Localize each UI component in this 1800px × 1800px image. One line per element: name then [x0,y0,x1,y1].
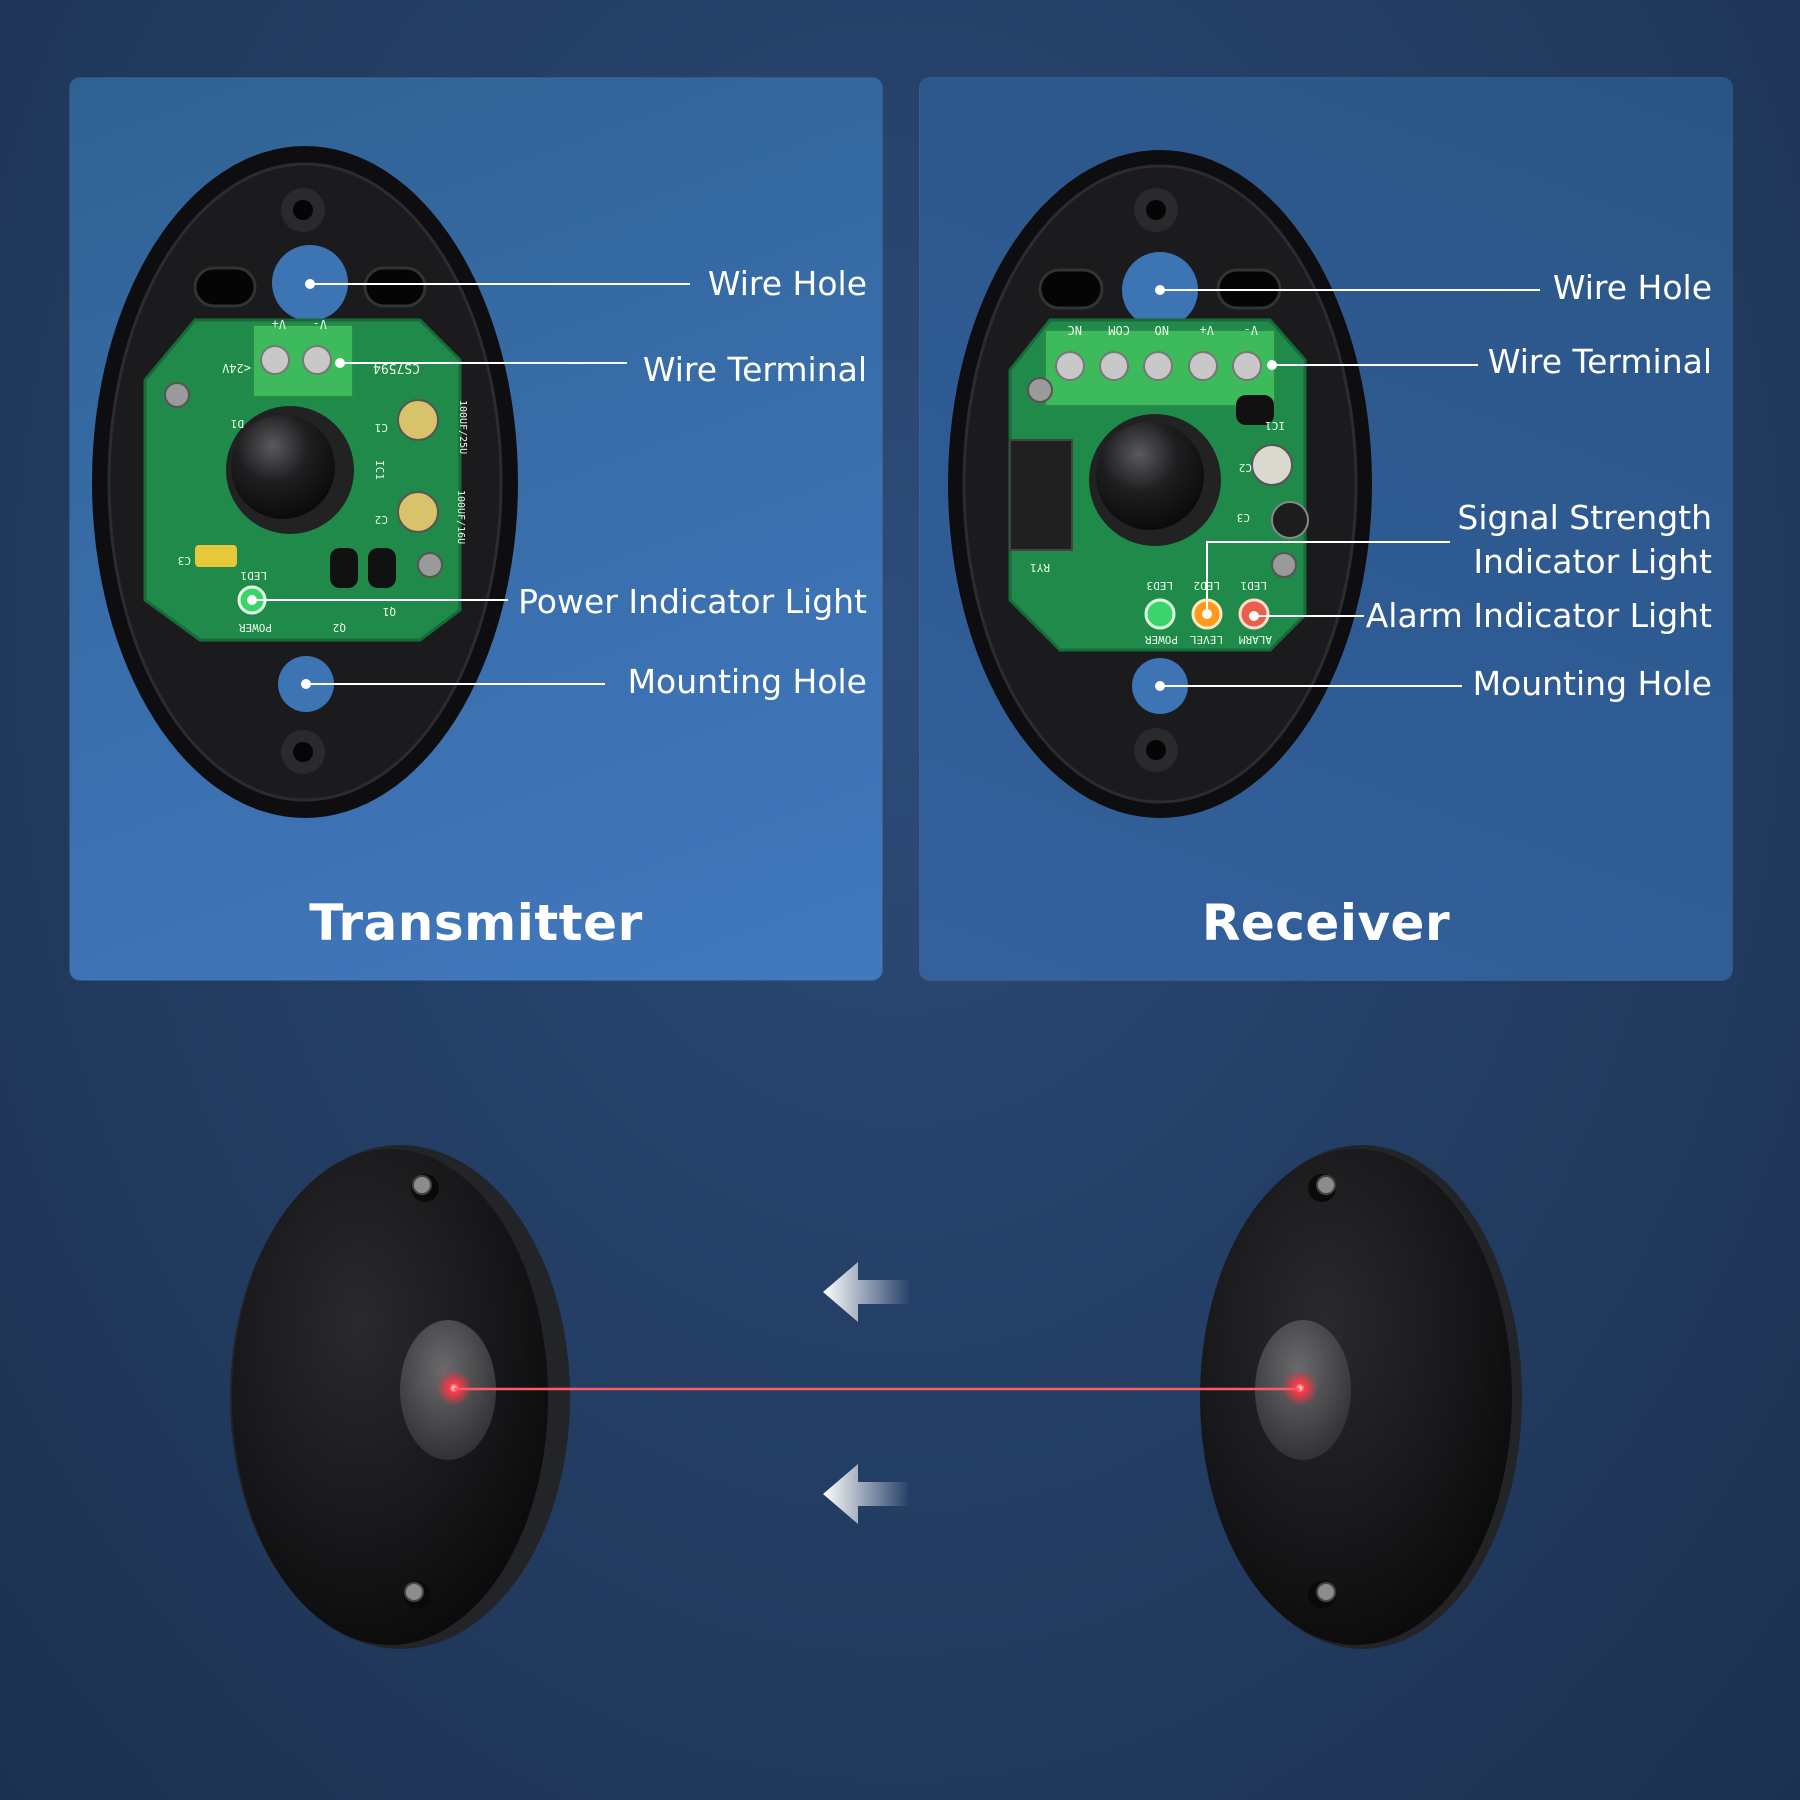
terminal-screw [1188,351,1218,381]
transmitter-closed-unit [230,1145,570,1649]
pcb-ic1-text: IC1 [1265,419,1285,432]
rx-signal-strength-label-line1: Signal Strength [1457,498,1712,537]
rx-signal-strength-label-line2: Indicator Light [1473,542,1712,581]
receiver-callouts [1155,285,1540,691]
pcb-vplus-text: V+ [272,317,286,331]
receiver-device: NC COM NO V+ V- RY1 IC1 C2 C3 LED3 LED2 … [948,150,1372,818]
transmitter-title: Transmitter [309,894,643,952]
pcb-c1-text: C1 [375,421,388,434]
tx-mounting-hole-label: Mounting Hole [627,662,867,701]
transmitter-callouts [247,279,690,689]
tx-wire-hole-label: Wire Hole [707,264,867,303]
tx-power-indicator-label: Power Indicator Light [518,582,867,621]
transmitter-device: CS7594 <24V V+ V- LED1 POWER Q2 Q1 C1 C2… [92,146,518,818]
pcb-c3-text: C3 [1237,511,1250,524]
pcb-vminus-text: V- [1244,323,1258,337]
pcb-ry1-text: RY1 [1030,561,1050,574]
receiver-title: Receiver [1201,894,1451,952]
pcb-c2-text: C2 [1239,461,1252,474]
rx-wire-terminal-label: Wire Terminal [1487,342,1712,381]
pcb-com-text: COM [1108,323,1130,337]
arrow-left-icon [823,1262,910,1322]
rx-wire-hole-label: Wire Hole [1552,268,1712,307]
pcb-c3-text: C3 [178,554,191,567]
tx-wire-terminal-label: Wire Terminal [642,350,867,389]
pcb-cap2-text: 100UF/16U [455,490,466,544]
pcb-power-text: POWER [1145,633,1178,646]
pcb-q1-text: Q1 [383,605,396,618]
terminal-screw [260,345,290,375]
pcb-d1-text: D1 [231,417,244,430]
terminal-screw [1232,351,1262,381]
terminal-screw [302,345,332,375]
pcb-level-text: LEVEL [1190,633,1223,646]
pcb-q2-text: Q2 [333,621,346,634]
pcb-nc-text: NC [1068,323,1082,337]
terminal-screw [1099,351,1129,381]
receiver-closed-unit [1200,1145,1522,1649]
pcb-led-text: LED1 [241,569,268,582]
pcb-alarm-text: ALARM [1239,633,1272,646]
pcb-ic1-text: IC1 [373,460,386,480]
pcb-no-text: NO [1155,323,1169,337]
power-led [1144,598,1176,630]
pcb-led3-text: LED3 [1147,579,1174,592]
pcb-power-text: POWER [239,621,272,634]
pcb-led1-text: LED1 [1241,579,1268,592]
rx-mounting-hole-label: Mounting Hole [1472,664,1712,703]
pcb-vminus-text: V- [313,317,327,331]
pcb-vplus-text: V+ [1200,323,1214,337]
terminal-screw [1143,351,1173,381]
pcb-cap1-text: 100UF/25U [457,400,468,454]
terminal-screw [1055,351,1085,381]
arrow-left-icon [823,1464,910,1524]
pcb-c2-text: C2 [375,513,388,526]
rx-alarm-indicator-label: Alarm Indicator Light [1365,596,1712,635]
pcb-voltage-text: <24V [222,361,251,375]
